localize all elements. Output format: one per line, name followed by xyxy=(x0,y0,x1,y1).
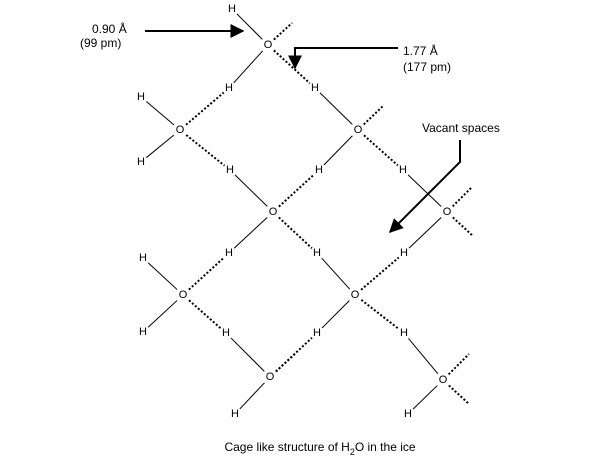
hydrogen-bond xyxy=(188,299,222,330)
hydrogen-atom: H xyxy=(313,247,321,259)
bond-length-pm-label: (99 pm) xyxy=(80,36,121,50)
oxygen-atom: O xyxy=(264,39,273,51)
oxygen-atom: O xyxy=(269,206,278,218)
covalent-bond xyxy=(230,337,265,372)
hydrogen-atom: H xyxy=(404,408,412,420)
covalent-bond xyxy=(319,92,353,125)
covalent-bond xyxy=(146,134,175,158)
hydrogen-atom: H xyxy=(399,164,407,176)
oxygen-atom: O xyxy=(354,124,363,136)
hydrogen-atom: H xyxy=(222,327,230,339)
oxygen-atom: O xyxy=(266,371,275,383)
hydrogen-atom: H xyxy=(225,247,233,259)
oxygen-atom: O xyxy=(439,374,448,386)
hydrogen-bond xyxy=(185,134,226,167)
hydrogen-atom: H xyxy=(311,82,319,94)
bond-length-label: 0.90 Å xyxy=(92,21,127,36)
hydrogen-bond xyxy=(278,216,313,249)
covalent-bond xyxy=(239,382,265,410)
covalent-bond xyxy=(323,135,353,166)
covalent-bond xyxy=(408,217,442,249)
covalent-bond xyxy=(236,13,263,40)
diagram-caption: Cage like structure of H2O in the ice xyxy=(224,440,415,457)
hydrogen-atom: H xyxy=(231,408,239,420)
hydrogen-bond xyxy=(188,256,225,291)
oxygen-atom: O xyxy=(176,124,185,136)
hbond-length-pm-label: (177 pm) xyxy=(403,60,451,74)
hydrogen-bond-dangling xyxy=(273,22,293,41)
atom-layer: O O O O O O O O O H H H H H H H H H H H H H H H H H H xyxy=(137,3,452,420)
vacant-spaces-label: Vacant spaces xyxy=(422,121,500,135)
bond-layer xyxy=(146,13,474,410)
caption-prefix: Cage like structure of H xyxy=(224,440,349,454)
hydrogen-atom: H xyxy=(315,164,323,176)
hydrogen-atom: H xyxy=(137,156,145,168)
hydrogen-atom: H xyxy=(225,82,233,94)
hbond-length-arrow xyxy=(288,47,398,70)
hydrogen-bond-dangling xyxy=(275,352,297,373)
hydrogen-atom: H xyxy=(228,3,236,15)
covalent-bond xyxy=(147,300,178,328)
covalent-bond xyxy=(408,338,439,375)
hydrogen-atom: H xyxy=(226,164,234,176)
hydrogen-bond xyxy=(360,256,400,291)
hydrogen-bond-dangling xyxy=(447,353,470,376)
hydrogen-bond-dangling xyxy=(452,216,474,237)
hydrogen-bond xyxy=(185,91,225,126)
covalent-bond xyxy=(147,262,178,290)
covalent-bond xyxy=(407,174,442,207)
hydrogen-atom: H xyxy=(400,327,408,339)
hydrogen-atom: H xyxy=(400,247,408,259)
covalent-bond xyxy=(146,101,175,126)
hydrogen-atom: H xyxy=(139,326,147,338)
covalent-bond xyxy=(412,385,438,410)
caption-subscript: 2 xyxy=(350,447,355,457)
oxygen-atom: O xyxy=(179,289,188,301)
covalent-bond xyxy=(233,50,263,84)
oxygen-atom: O xyxy=(443,206,452,218)
hydrogen-bond-dangling xyxy=(451,187,472,208)
oxygen-atom: O xyxy=(351,289,360,301)
caption-suffix: O in the ice xyxy=(355,440,416,454)
covalent-bond xyxy=(234,174,268,207)
hydrogen-atom: H xyxy=(313,327,321,339)
vacant-spaces-arrow xyxy=(389,140,461,233)
hbond-length-label: 1.77 Å xyxy=(403,43,438,58)
covalent-bond xyxy=(321,300,350,329)
hydrogen-bond xyxy=(360,299,400,330)
covalent-bond xyxy=(321,257,351,290)
hydrogen-bond xyxy=(273,49,311,85)
hydrogen-bond xyxy=(278,173,315,208)
hydrogen-atom: H xyxy=(137,91,145,103)
hydrogen-bond-dangling xyxy=(448,384,470,405)
covalent-bond xyxy=(233,217,268,249)
hydrogen-atom: H xyxy=(139,252,147,264)
hydrogen-bond xyxy=(363,134,399,167)
hydrogen-bond-dangling xyxy=(363,104,385,126)
